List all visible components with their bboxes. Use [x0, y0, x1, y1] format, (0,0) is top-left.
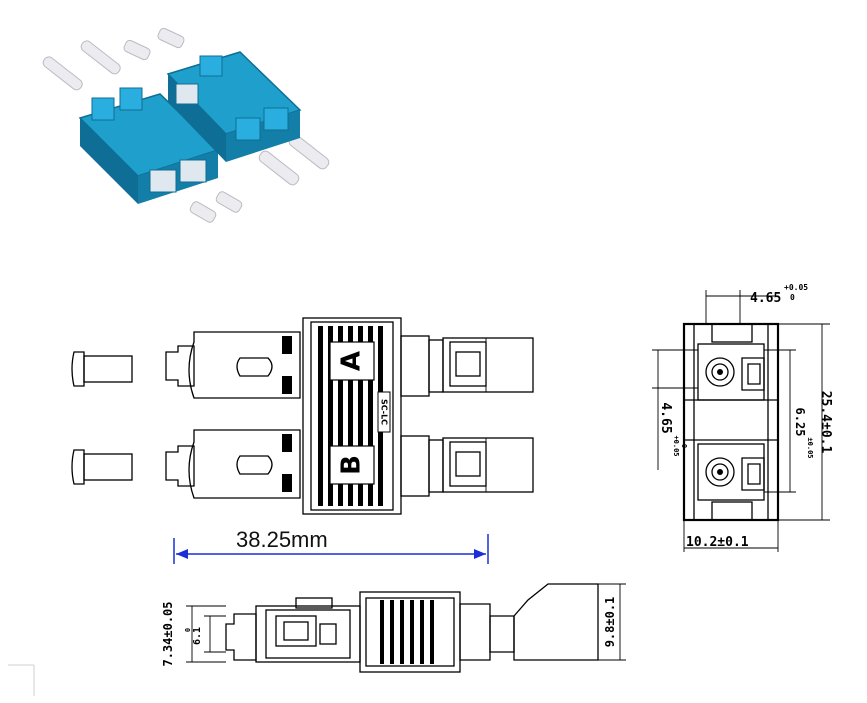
front-view: A B SC-LC 38.25mm	[71, 317, 534, 564]
side-left-inner-tol: 0	[184, 628, 192, 632]
front-adapter-housing	[302, 317, 402, 515]
lc-connector-lower	[400, 435, 534, 497]
front-dust-caps	[71, 351, 133, 485]
end-port-lower	[697, 443, 765, 501]
end-view: 4.65 +0.05 0 25.4±0.1 6.25 ±0.05 4.65 +0…	[652, 283, 833, 552]
side-left-inner: 6.1	[192, 627, 203, 645]
side-right-height: 9.8±0.1	[603, 597, 617, 648]
end-port-offset-tol-lower: 0	[680, 444, 688, 448]
overall-length-label: 38.25mm	[236, 527, 328, 552]
side-marking: SC-LC	[380, 399, 389, 425]
end-port-offset: 4.65	[658, 402, 673, 433]
adapter-right	[166, 51, 302, 162]
adapter-left	[78, 87, 220, 204]
end-pitch: 6.25	[793, 408, 807, 437]
overall-length-dimension	[173, 534, 489, 564]
end-height: 25.4±0.1	[818, 391, 833, 454]
lc-connector-upper	[400, 335, 534, 397]
port-b-label: B	[337, 455, 367, 475]
port-a-label: A	[337, 351, 367, 371]
dust-cap-group	[42, 27, 330, 223]
end-pitch-tol: ±0.05	[806, 437, 814, 458]
end-top-offset: 4.65	[750, 291, 781, 306]
side-view: 7.34±0.05 6.1 0 9.8±0.1	[161, 583, 626, 673]
end-port-upper	[697, 343, 765, 401]
side-left-height: 7.34±0.05	[161, 601, 175, 666]
sc-connector-lower	[165, 429, 301, 499]
product-photo	[42, 27, 330, 223]
end-top-offset-tol-lower: 0	[790, 293, 795, 302]
end-top-offset-tol-upper: +0.05	[784, 283, 808, 292]
sc-connector-upper	[165, 331, 301, 399]
end-port-offset-tol-upper: +0.05	[672, 435, 680, 456]
corner-mark	[8, 664, 35, 696]
end-width: 10.2±0.1	[686, 535, 749, 550]
